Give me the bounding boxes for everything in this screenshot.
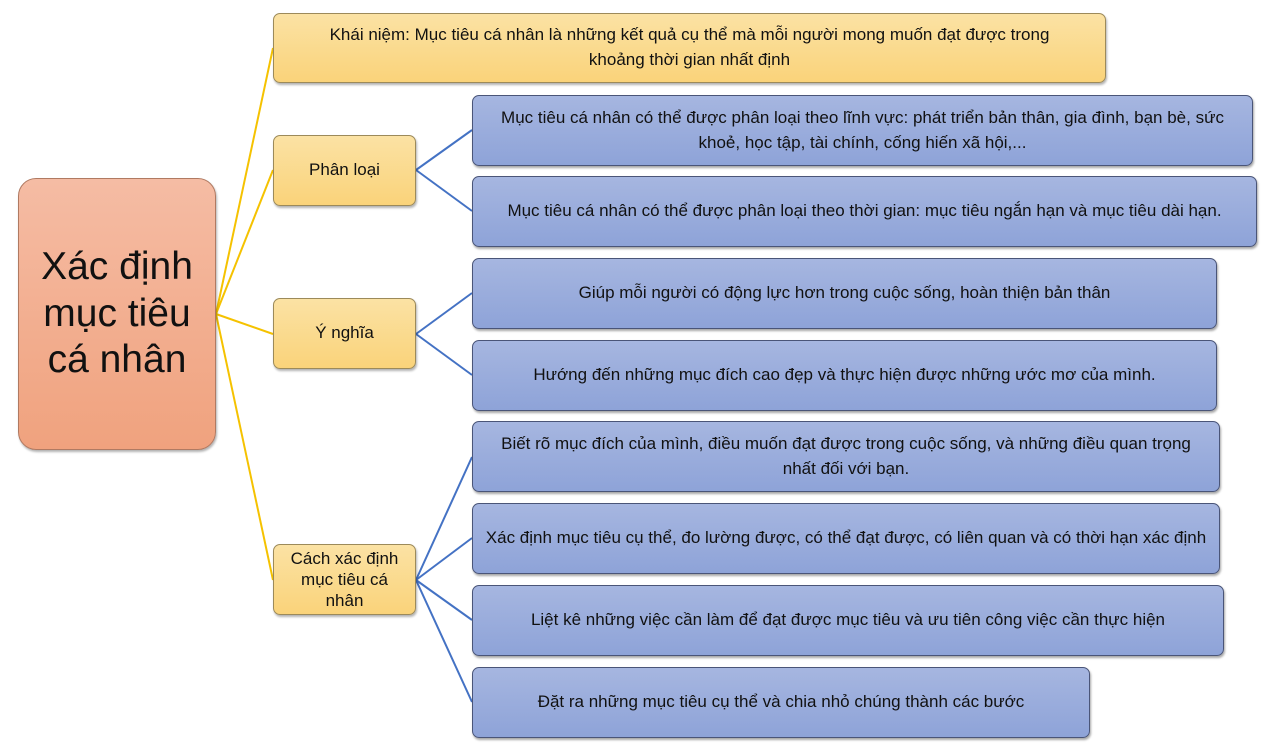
meaning-item: Hướng đến những mục đích cao đẹp và thực… (472, 340, 1217, 411)
root-node: Xác định mục tiêu cá nhân (18, 178, 216, 450)
method-label: Cách xác định mục tiêu cá nhân (290, 548, 399, 611)
meaning-label: Ý nghĩa (315, 323, 374, 343)
concept-node: Khái niệm: Mục tiêu cá nhân là những kết… (273, 13, 1106, 83)
method-node: Cách xác định mục tiêu cá nhân (273, 544, 416, 615)
classification-label: Phân loại (309, 160, 380, 180)
root-title: Xác định mục tiêu cá nhân (41, 244, 193, 382)
meaning-item: Giúp mỗi người có động lực hơn trong cuộ… (472, 258, 1217, 329)
method-item-text: Xác định mục tiêu cụ thể, đo lường được,… (485, 528, 1207, 548)
classification-item: Mục tiêu cá nhân có thể được phân loại t… (472, 95, 1253, 166)
classification-node: Phân loại (273, 135, 416, 206)
level2-connectors (415, 129, 473, 703)
concept-text: Khái niệm: Mục tiêu cá nhân là những kết… (329, 25, 1050, 69)
classification-item: Mục tiêu cá nhân có thể được phân loại t… (472, 176, 1257, 247)
method-item: Liệt kê những việc cần làm để đạt được m… (472, 585, 1224, 656)
method-item: Xác định mục tiêu cụ thể, đo lường được,… (472, 503, 1220, 574)
method-item: Biết rõ mục đích của mình, điều muốn đạt… (472, 421, 1220, 492)
method-item-text: Biết rõ mục đích của mình, điều muốn đạt… (501, 433, 1191, 478)
classification-item-text: Mục tiêu cá nhân có thể được phân loại t… (501, 107, 1224, 152)
method-item: Đặt ra những mục tiêu cụ thể và chia nhỏ… (472, 667, 1090, 738)
classification-item-text: Mục tiêu cá nhân có thể được phân loại t… (507, 201, 1222, 221)
meaning-item-text: Giúp mỗi người có động lực hơn trong cuộ… (578, 283, 1111, 303)
level1-connectors (215, 47, 274, 581)
method-item-text: Liệt kê những việc cần làm để đạt được m… (530, 610, 1166, 630)
meaning-node: Ý nghĩa (273, 298, 416, 369)
meaning-item-text: Hướng đến những mục đích cao đẹp và thực… (533, 365, 1156, 385)
method-item-text: Đặt ra những mục tiêu cụ thể và chia nhỏ… (537, 692, 1025, 712)
